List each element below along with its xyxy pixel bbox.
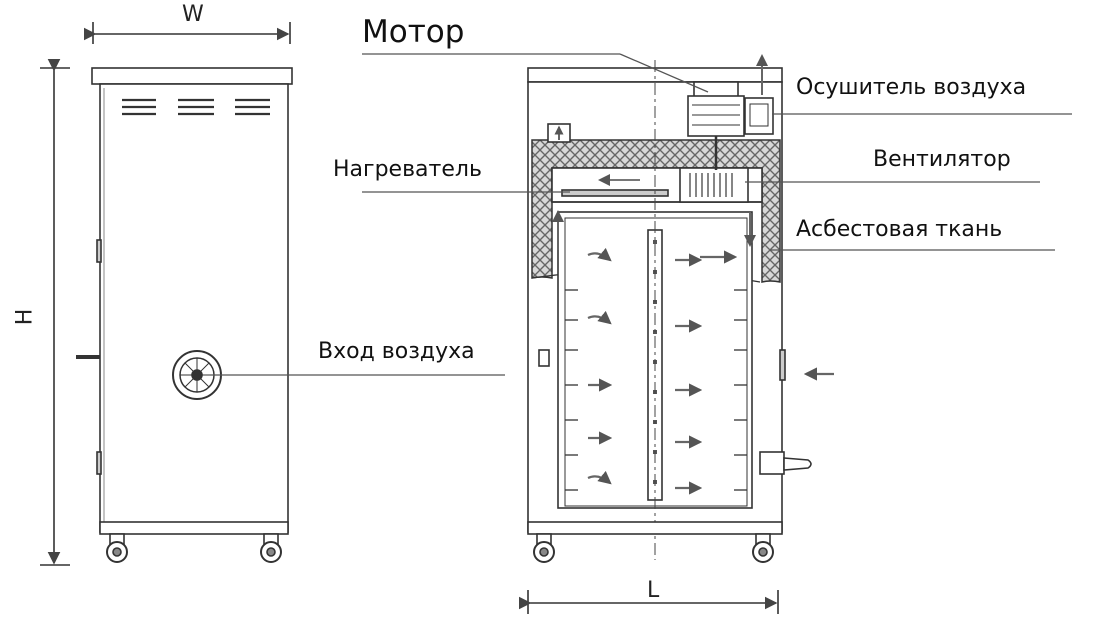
air-inlet-vent [172,350,222,400]
front-section-view [518,54,834,614]
motor-label: Мотор [362,14,465,50]
leader-lines [362,53,1072,251]
side-view [40,22,505,566]
dehumidifier-label: Осушитель воздуха [796,75,1027,100]
side-top-lid [91,67,293,85]
side-vent-grilles [122,98,270,116]
side-body [99,83,289,533]
heater-label: Нагреватель [333,157,482,182]
front-wheels [533,533,774,563]
width-dimension-line [83,22,291,44]
fan-blades [689,173,733,197]
side-wheels [106,533,282,563]
dehumidifier-unit [744,54,774,135]
tray-rails [565,289,747,491]
length-dimension-label: L [647,578,660,603]
motor-unit [687,81,745,137]
width-dimension-label: W [182,2,204,27]
door-latch [759,451,812,475]
fan-label: Вентилятор [873,147,1011,172]
asbestos-label: Асбестовая ткань [796,217,1003,242]
heater-element [561,189,669,197]
height-dimension-line [40,58,70,566]
air-inlet-label: Вход воздуха [318,339,475,364]
height-dimension-label: H [12,308,38,326]
airflow-arrows [587,247,738,495]
length-dimension-line [518,590,779,614]
